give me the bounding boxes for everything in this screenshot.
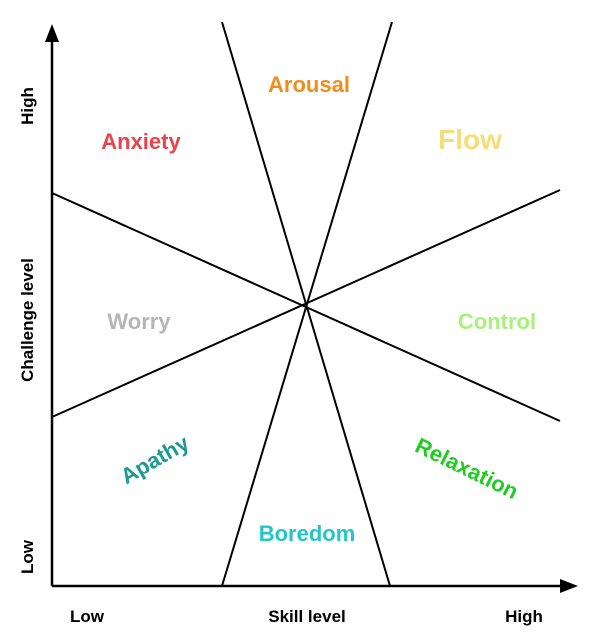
- divider-shallow-down: [51, 192, 561, 422]
- y-axis-title: Challenge level: [18, 258, 37, 382]
- y-axis-low-label: Low: [18, 539, 37, 574]
- x-axis-arrow-icon: [560, 579, 578, 593]
- zone-boredom-label: Boredom: [259, 521, 356, 546]
- x-axis-high-label: High: [505, 607, 543, 626]
- zone-apathy-label: Apathy: [116, 430, 194, 489]
- zone-arousal-label: Arousal: [268, 72, 350, 97]
- zone-flow-label: Flow: [438, 124, 502, 155]
- x-axis-low-label: Low: [70, 607, 105, 626]
- zone-worry-label: Worry: [107, 309, 171, 334]
- y-axis-arrow-icon: [45, 24, 59, 42]
- zone-anxiety-label: Anxiety: [101, 129, 181, 154]
- zone-relaxation-label: Relaxation: [411, 433, 522, 504]
- zone-control-label: Control: [458, 309, 536, 334]
- divider-shallow-up: [51, 189, 561, 418]
- y-axis-high-label: High: [18, 87, 37, 125]
- x-axis-title: Skill level: [268, 607, 346, 626]
